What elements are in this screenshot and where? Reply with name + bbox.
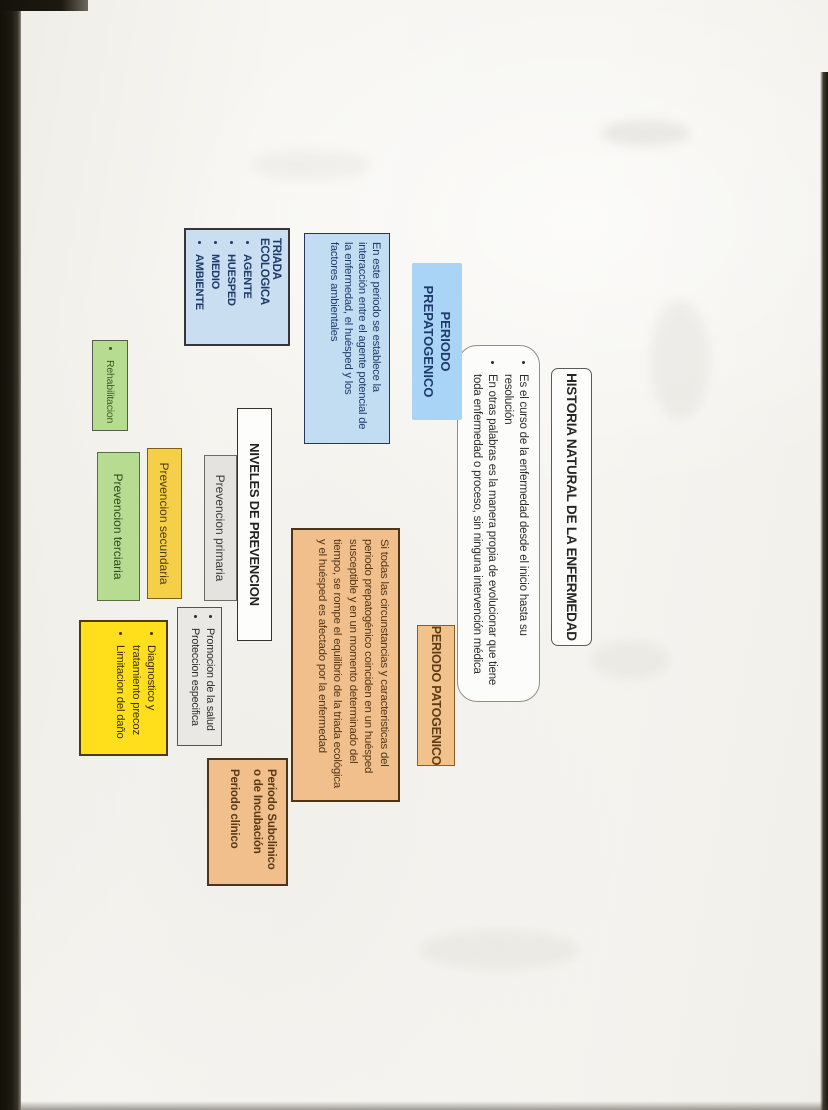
periodo-patogenico-label: PERIODO PATOGENICO xyxy=(417,625,455,766)
show-through-mark xyxy=(420,930,580,970)
triada-item: AGENTE xyxy=(239,254,255,338)
triada-item: AMBIENTE xyxy=(191,254,207,338)
definition-box: Es el curso de la enfermedad desde el in… xyxy=(457,345,540,702)
page-right-edge xyxy=(820,72,828,1110)
prevencion-terciaria-label: Prevencion terciaria xyxy=(97,452,140,601)
prevencion-terciaria-items-box: Rehabilitacion xyxy=(92,340,128,431)
prevencion-secundaria-items-box: Diagnostico y tratamiento precoz Limitac… xyxy=(79,620,168,756)
secundaria-items-list: Diagnostico y tratamiento precoz Limitac… xyxy=(113,630,159,750)
show-through-mark xyxy=(250,150,370,180)
prepatogenico-label-line1: PERIODO xyxy=(438,311,453,372)
triada-item: MEDIO xyxy=(207,254,223,338)
show-through-mark xyxy=(600,120,690,146)
triada-ecologica-box: TRIADA ECOLOGICA AGENTE HUESPED MEDIO AM… xyxy=(184,228,290,346)
primaria-label-text: Prevencion primaria xyxy=(213,474,228,582)
page-bottom-shadow xyxy=(21,1101,828,1110)
show-through-mark xyxy=(650,300,710,420)
primaria-items-list: Promocion de la salud Proteccion especif… xyxy=(187,614,217,741)
prevencion-primaria-items-box: Promocion de la salud Proteccion especif… xyxy=(177,607,222,746)
show-through-mark xyxy=(590,640,670,680)
terciaria-item: Rehabilitacion xyxy=(104,360,116,423)
periodo-stage: Periodo Subclinico o de Incubación xyxy=(251,769,277,870)
prepatogenico-label-line2: PREPATOGENICO xyxy=(421,285,436,398)
prevencion-primaria-label: Prevencion primaria xyxy=(204,455,237,601)
triada-list: AGENTE HUESPED MEDIO AMBIENTE xyxy=(191,238,255,338)
terciaria-items-list: Rehabilitacion xyxy=(104,347,116,423)
triada-title: TRIADA ECOLOGICA xyxy=(258,238,282,305)
secundaria-label-text: Prevencion secundaria xyxy=(157,462,172,585)
definition-bullet: Es el curso de la enfermedad desde el in… xyxy=(501,374,530,689)
page-spine-edge xyxy=(0,9,21,1110)
prepatogenico-description-text: En este periodo se establece la interacc… xyxy=(328,242,382,430)
prevencion-secundaria-label: Prevencion secundaria xyxy=(147,448,182,599)
page-top-edge xyxy=(0,0,88,11)
primaria-item: Promocion de la salud xyxy=(202,628,217,741)
secundaria-item: Limitacion del daño xyxy=(113,645,128,750)
page-title-text: HISTORIA NATURAL DE LA ENFERMEDAD xyxy=(564,373,579,641)
definition-list: Es el curso de la enfermedad desde el in… xyxy=(470,358,530,689)
terciaria-label-text: Prevencion terciaria xyxy=(111,473,126,580)
periodo-stage: Periodo clínico xyxy=(228,769,240,849)
niveles-title-text: NIVELES DE PREVENCION xyxy=(247,443,262,606)
periodos-patogenicos-box: Periodo Subclinico o de Incubación Perio… xyxy=(207,758,288,886)
secundaria-item: Diagnostico y tratamiento precoz xyxy=(129,645,158,750)
triada-item: HUESPED xyxy=(223,254,239,338)
patogenico-label-text: PERIODO PATOGENICO xyxy=(429,625,443,766)
page-title: HISTORIA NATURAL DE LA ENFERMEDAD xyxy=(551,368,592,646)
patogenico-description-text: Si todas las circunstancias y caracteris… xyxy=(316,539,390,788)
periodo-prepatogenico-label: PERIODO PREPATOGENICO xyxy=(412,263,462,420)
primaria-item: Proteccion especifica xyxy=(187,628,202,741)
patogenico-description: Si todas las circunstancias y caracteris… xyxy=(291,528,400,802)
niveles-de-prevencion-title: NIVELES DE PREVENCION xyxy=(237,408,272,641)
prepatogenico-description: En este periodo se establece la interacc… xyxy=(304,233,390,444)
definition-bullet: En otras palabras es la manera propia de… xyxy=(470,374,499,689)
